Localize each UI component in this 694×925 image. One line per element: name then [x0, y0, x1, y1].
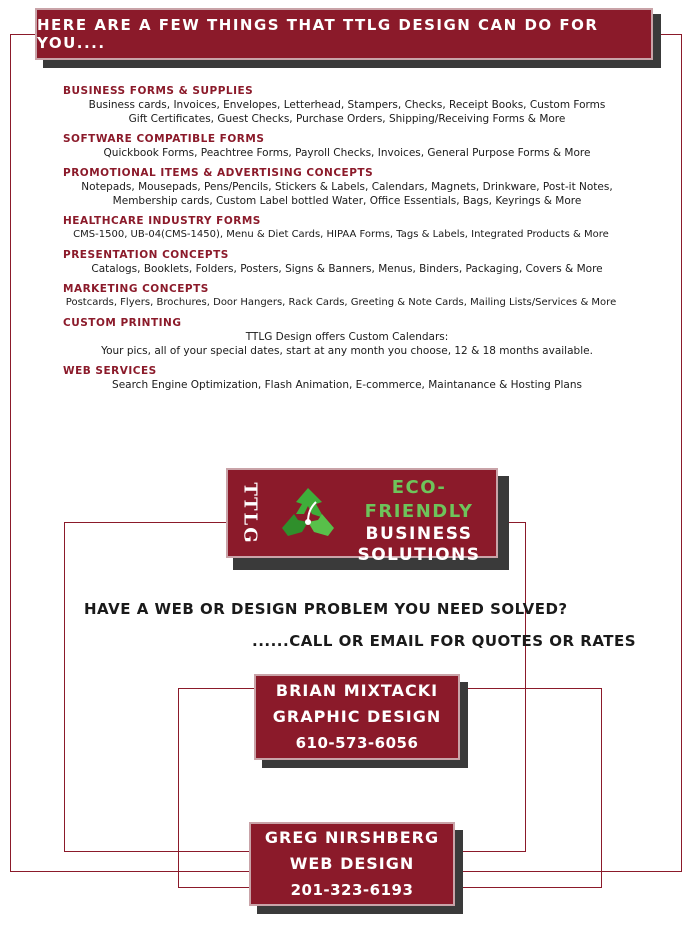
service-section-custom-printing: Custom Printing TTLG Design offers Custo…: [0, 316, 694, 358]
eco-friendly-logo: TTLG Eco-Friendly Business Solutions: [226, 468, 498, 565]
logo-line-business: Business: [365, 524, 473, 544]
service-line: CMS-1500, UB-04(CMS-1450), Menu & Diet C…: [73, 229, 609, 240]
service-title: Web Services: [63, 365, 157, 377]
header-banner: Here are a few things that TTLG Design c…: [35, 8, 653, 60]
service-line: Quickbook Forms, Peachtree Forms, Payrol…: [103, 147, 591, 159]
service-line: TTLG Design offers Custom Calendars:: [245, 331, 449, 343]
service-title: Promotional Items & Advertising Concepts: [63, 167, 374, 179]
service-title: Software Compatible Forms: [63, 133, 265, 145]
cta-question: Have a web or design problem you need so…: [84, 600, 568, 618]
service-section-marketing: Marketing Concepts Postcards, Flyers, Br…: [0, 282, 694, 310]
logo-line-solutions: Solutions: [357, 545, 481, 565]
service-line: Notepads, Mousepads, Pens/Pencils, Stick…: [81, 181, 613, 193]
services-list: Business Forms & Supplies Business cards…: [0, 84, 694, 398]
service-line: Membership cards, Custom Label bottled W…: [112, 195, 582, 207]
service-title: Business Forms & Supplies: [63, 85, 254, 97]
service-section-web: Web Services Search Engine Optimization,…: [0, 364, 694, 392]
header-title: Here are a few things that TTLG Design c…: [37, 16, 599, 52]
service-section-promotional: Promotional Items & Advertising Concepts…: [0, 166, 694, 208]
contact-role: Web Design: [289, 854, 415, 873]
service-line: Your pics, all of your special dates, st…: [101, 345, 593, 357]
contact-card-greg: Greg Nirshberg Web Design 201-323-6193: [249, 822, 455, 906]
service-title: Presentation Concepts: [63, 249, 229, 261]
contact-phone: 610-573-6056: [295, 734, 419, 752]
service-title: Marketing Concepts: [63, 283, 209, 295]
service-line: Search Engine Optimization, Flash Animat…: [112, 379, 582, 391]
logo-side-text-box: TTLG: [228, 470, 272, 556]
service-line: Gift Certificates, Guest Checks, Purchas…: [128, 113, 566, 125]
contact-card-brian: Brian Mixtacki Graphic Design 610-573-60…: [254, 674, 460, 760]
contact-phone: 201-323-6193: [290, 881, 414, 899]
contact-name: Greg Nirshberg: [264, 828, 440, 847]
recycle-leaf-icon: [282, 488, 334, 536]
contact-role: Graphic Design: [272, 707, 442, 726]
service-section-presentation: Presentation Concepts Catalogs, Booklets…: [0, 248, 694, 276]
service-section-healthcare: Healthcare Industry Forms CMS-1500, UB-0…: [0, 214, 694, 242]
service-line: Postcards, Flyers, Brochures, Door Hange…: [65, 297, 617, 308]
service-line: Business cards, Invoices, Envelopes, Let…: [88, 99, 606, 111]
service-section-software-forms: Software Compatible Forms Quickbook Form…: [0, 132, 694, 160]
logo-line-eco: Eco-Friendly: [364, 477, 474, 522]
service-title: Custom Printing: [63, 317, 182, 329]
cta-call: ......Call or email for quotes or rates: [252, 632, 637, 650]
logo-text-block: Eco-Friendly Business Solutions: [340, 476, 498, 566]
service-section-business-forms: Business Forms & Supplies Business cards…: [0, 84, 694, 126]
service-title: Healthcare Industry Forms: [63, 215, 261, 227]
contact-name: Brian Mixtacki: [275, 681, 439, 700]
logo-side-text: TTLG: [239, 481, 261, 545]
service-line: Catalogs, Booklets, Folders, Posters, Si…: [91, 263, 603, 275]
